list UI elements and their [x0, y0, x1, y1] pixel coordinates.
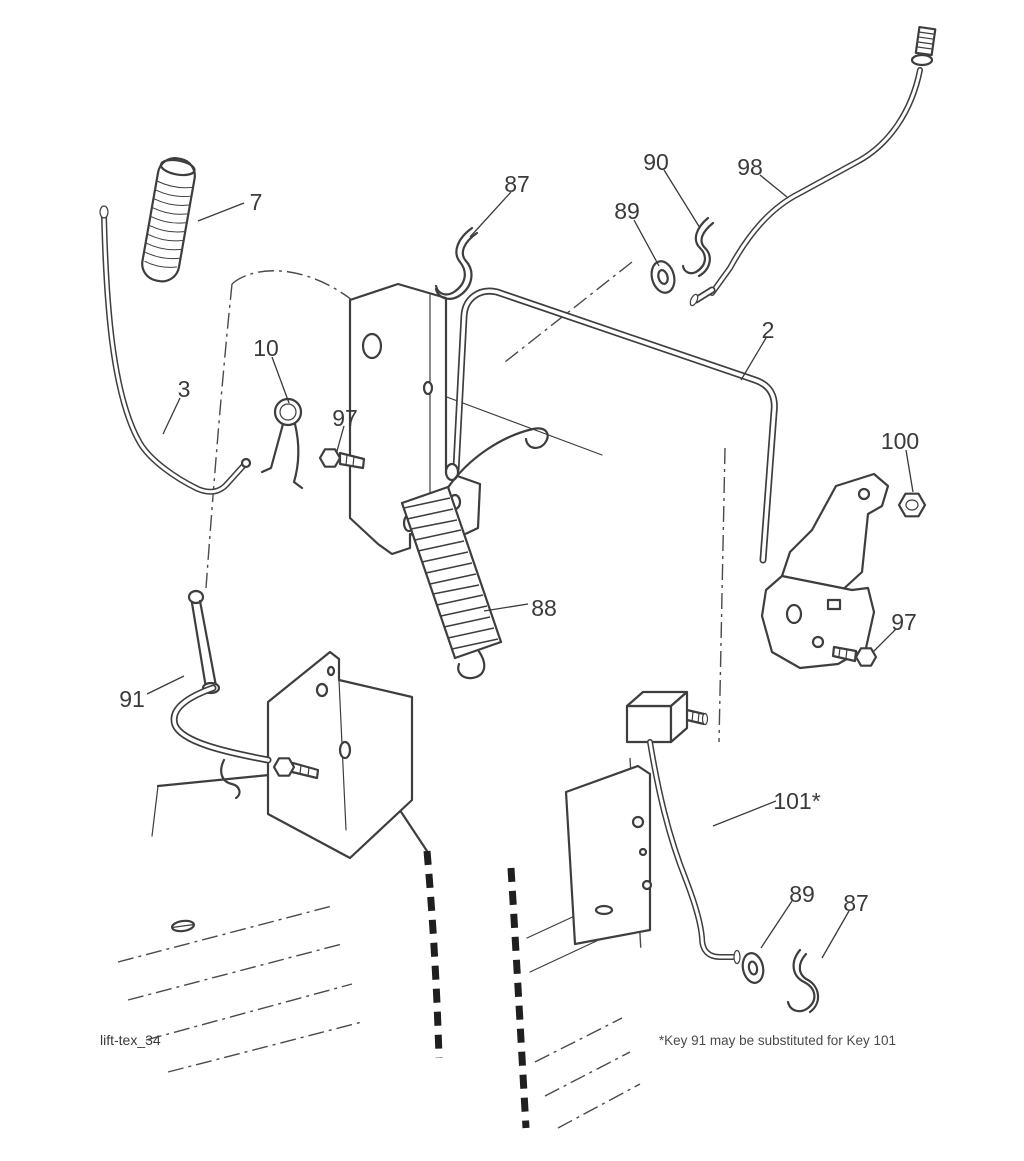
- lift-link-arm: [170, 589, 320, 800]
- hex-nut: [897, 492, 927, 518]
- part-label-89-bottom: 89: [789, 881, 815, 907]
- part-label-87-top: 87: [504, 171, 530, 197]
- washer-top: [650, 260, 676, 294]
- part-label-97-right: 97: [891, 609, 917, 635]
- part-labels: 7 87 90 98 89 2 10 3 97 100 88 97 91 101…: [119, 149, 919, 916]
- grip-part: [141, 157, 196, 283]
- link-rod: [689, 25, 937, 307]
- r-clip: [681, 216, 715, 278]
- center-rear-bracket: [564, 757, 653, 953]
- bolt-right: [831, 645, 878, 667]
- lift-handle-rod: [99, 205, 252, 495]
- hairpin-clip-bottom: [786, 948, 820, 1014]
- part-label-87-bottom: 87: [843, 890, 869, 916]
- part-label-100: 100: [881, 428, 919, 454]
- lift-shaft-tube: [452, 287, 778, 564]
- part-label-89-top: 89: [614, 198, 640, 224]
- part-label-97-left: 97: [332, 405, 358, 431]
- part-label-10: 10: [253, 335, 279, 361]
- part-label-91: 91: [119, 686, 145, 712]
- extension-spring: [400, 427, 549, 680]
- part-label-98: 98: [737, 154, 763, 180]
- part-label-90: 90: [643, 149, 669, 175]
- part-label-2: 2: [762, 317, 775, 343]
- left-rear-bracket: [266, 650, 414, 860]
- hairpin-clip-top: [434, 226, 479, 300]
- part-label-7: 7: [250, 189, 263, 215]
- leader-lines: [146, 169, 914, 959]
- right-bracket-assembly: [760, 472, 890, 670]
- part-label-3: 3: [178, 376, 191, 402]
- bolt-left: [318, 448, 366, 470]
- diagram-id: lift-tex_34: [100, 1032, 161, 1048]
- footnote: *Key 91 may be substituted for Key 101: [659, 1033, 896, 1048]
- lever-assembly-101: [625, 690, 741, 965]
- torsion-spring: [260, 397, 304, 490]
- part-label-88: 88: [531, 595, 557, 621]
- washer-bottom: [741, 952, 765, 984]
- part-label-101: 101*: [773, 788, 820, 814]
